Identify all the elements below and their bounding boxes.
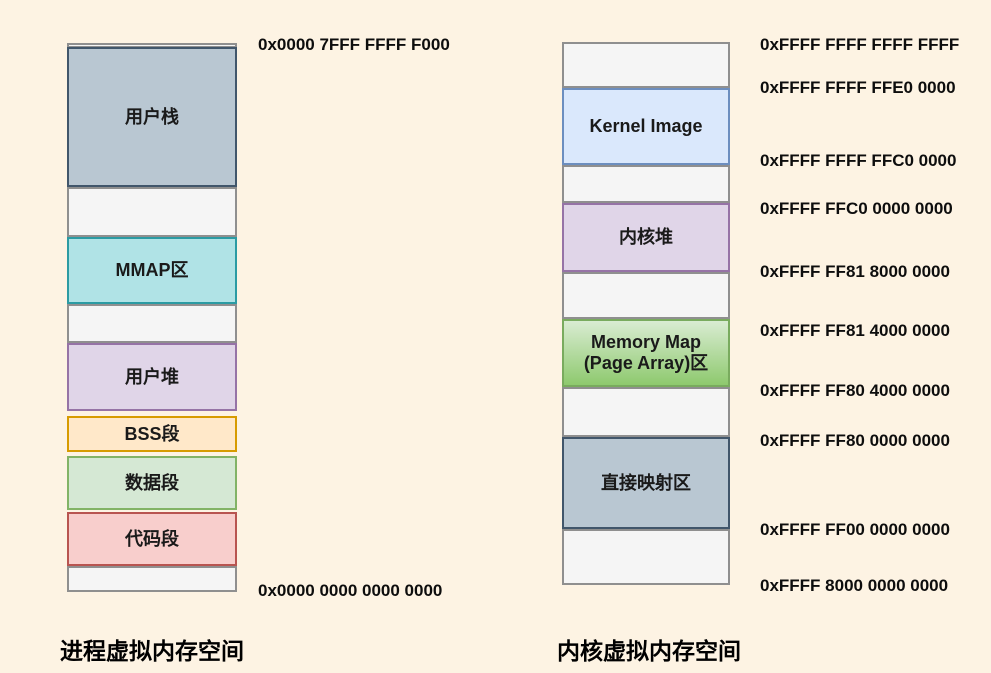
address-label: 0xFFFF FFFF FFC0 0000 bbox=[760, 151, 957, 170]
address-label: 0xFFFF FF80 4000 0000 bbox=[760, 381, 950, 400]
kernel-memory-column: Kernel Image 内核堆 Memory Map (Page Array)… bbox=[562, 42, 730, 585]
address-label: 0xFFFF FFFF FFE0 0000 bbox=[760, 78, 956, 97]
segment-code: 代码段 bbox=[67, 512, 237, 566]
segment-gap bbox=[67, 566, 237, 592]
segment-gap bbox=[562, 387, 730, 437]
segment-kernel-image: Kernel Image bbox=[562, 88, 730, 165]
segment-gap bbox=[67, 187, 237, 237]
segment-gap bbox=[562, 529, 730, 585]
address-label: 0xFFFF FFFF FFFF FFFF bbox=[760, 35, 960, 54]
address-label: 0xFFFF FF81 4000 0000 bbox=[760, 321, 950, 340]
segment-mmap: MMAP区 bbox=[67, 237, 237, 304]
process-memory-column: 用户栈 MMAP区 用户堆 BSS段 数据段 代码段 bbox=[67, 43, 237, 592]
address-label: 0x0000 7FFF FFFF F000 bbox=[258, 35, 450, 54]
segment-gap bbox=[562, 272, 730, 319]
address-label: 0xFFFF FF00 0000 0000 bbox=[760, 520, 950, 539]
segment-bss: BSS段 bbox=[67, 416, 237, 452]
address-label: 0xFFFF FF81 8000 0000 bbox=[760, 262, 950, 281]
segment-data: 数据段 bbox=[67, 456, 237, 510]
segment-user-heap: 用户堆 bbox=[67, 343, 237, 411]
address-label: 0xFFFF FFC0 0000 0000 bbox=[760, 199, 953, 218]
address-label: 0x0000 0000 0000 0000 bbox=[258, 581, 443, 600]
segment-gap bbox=[67, 304, 237, 343]
segment-memory-map: Memory Map (Page Array)区 bbox=[562, 319, 730, 387]
address-label: 0xFFFF 8000 0000 0000 bbox=[760, 576, 949, 595]
address-label: 0xFFFF FF80 0000 0000 bbox=[760, 431, 950, 450]
segment-direct-map: 直接映射区 bbox=[562, 437, 730, 529]
segment-gap bbox=[562, 165, 730, 203]
process-memory-title: 进程虚拟内存空间 bbox=[60, 638, 244, 664]
segment-gap bbox=[562, 42, 730, 88]
kernel-memory-title: 内核虚拟内存空间 bbox=[557, 638, 741, 664]
segment-kernel-heap: 内核堆 bbox=[562, 203, 730, 272]
segment-user-stack: 用户栈 bbox=[67, 47, 237, 187]
